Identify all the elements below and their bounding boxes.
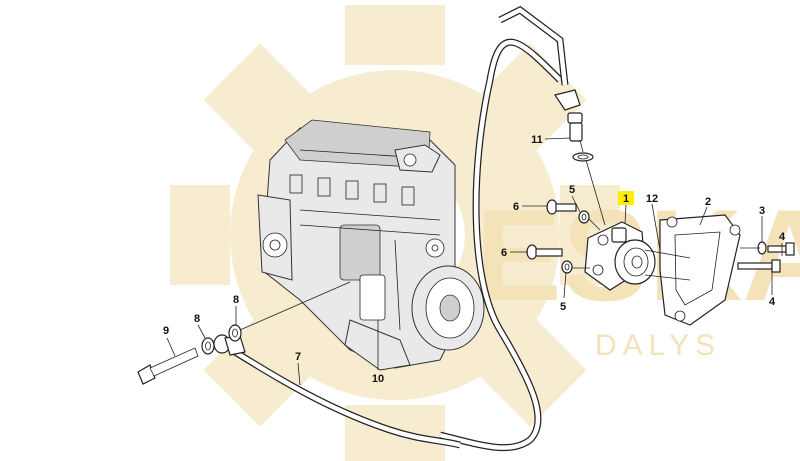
watermark-sub: DALYS <box>595 329 721 362</box>
callout-1-highlight <box>618 191 634 205</box>
right-bolts <box>737 241 795 273</box>
callout-6-bottom[interactable]: 6 <box>501 247 507 259</box>
callout-5-bottom[interactable]: 5 <box>560 301 566 313</box>
callout-12[interactable]: 12 <box>646 193 658 205</box>
callout-7[interactable]: 7 <box>295 351 301 363</box>
bracket <box>644 214 741 326</box>
callout-5-top[interactable]: 5 <box>569 184 575 196</box>
callout-2[interactable]: 2 <box>705 196 711 208</box>
top-fitting <box>554 89 606 226</box>
callout-4-top[interactable]: 4 <box>779 231 786 243</box>
callout-8-right[interactable]: 8 <box>233 294 239 306</box>
bottom-left-fittings <box>137 281 351 385</box>
callouts: 1 12 2 3 4 4 5 5 6 6 7 8 8 9 10 11 <box>163 134 786 385</box>
left-bolts <box>526 199 601 274</box>
callout-1[interactable]: 1 <box>623 193 629 205</box>
callout-8-left[interactable]: 8 <box>194 313 200 325</box>
callout-6-top[interactable]: 6 <box>513 201 519 213</box>
hoses <box>230 5 569 452</box>
callout-4-bottom[interactable]: 4 <box>769 296 776 308</box>
callout-3[interactable]: 3 <box>759 205 765 217</box>
leader-lines <box>166 137 783 386</box>
callout-9[interactable]: 9 <box>163 325 169 337</box>
pump-assembly <box>584 221 656 291</box>
callout-10[interactable]: 10 <box>372 373 384 385</box>
engine-illustration <box>257 119 485 371</box>
callout-11[interactable]: 11 <box>531 134 543 146</box>
